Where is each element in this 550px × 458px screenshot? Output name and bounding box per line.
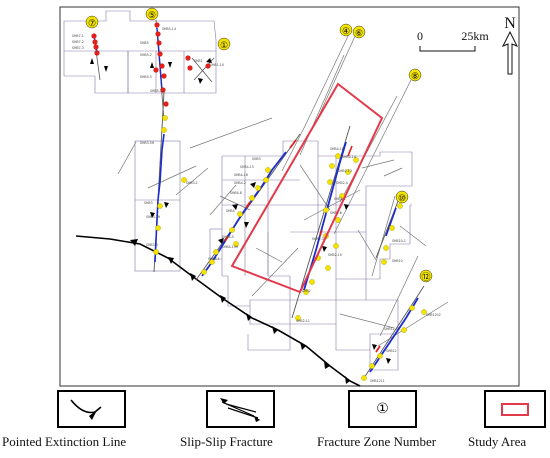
svg-text:SHB5-14: SHB5-14 bbox=[162, 27, 176, 31]
svg-text:SHB2-6: SHB2-6 bbox=[330, 211, 342, 215]
svg-text:SHB4-1: SHB4-1 bbox=[208, 257, 220, 261]
svg-text:SHB4-2: SHB4-2 bbox=[234, 181, 246, 185]
svg-text:SHB12: SHB12 bbox=[386, 349, 397, 353]
fracture-zone-5: SHB5-14 SHB5 SHB5-2 SHB5-5 SHB5-1 bbox=[140, 19, 176, 121]
svg-text:SHB4-15: SHB4-15 bbox=[240, 165, 254, 169]
svg-text:SHB10: SHB10 bbox=[392, 259, 403, 263]
svg-text:⑤: ⑤ bbox=[148, 10, 156, 20]
svg-text:SHB3-3: SHB3-3 bbox=[146, 243, 158, 247]
svg-text:④: ④ bbox=[342, 26, 350, 36]
svg-text:⑦: ⑦ bbox=[88, 18, 96, 28]
svg-text:SHB4-16: SHB4-16 bbox=[234, 173, 248, 177]
svg-text:SHB1-10: SHB1-10 bbox=[210, 63, 224, 67]
zone-marker-1 bbox=[217, 37, 231, 51]
svg-text:SHB2-4: SHB2-4 bbox=[336, 181, 348, 185]
legend-box-study-area bbox=[484, 390, 546, 428]
svg-text:SHB3-5H: SHB3-5H bbox=[140, 141, 155, 145]
svg-text:SHB7-3: SHB7-3 bbox=[72, 46, 84, 50]
svg-text:SHB4-10H: SHB4-10H bbox=[222, 245, 239, 249]
legend-box-extinction-line bbox=[57, 390, 126, 428]
zone-markers: ⑦ ⑤ ① ④ ⑥ ⑧ ⑩ ⑫ bbox=[85, 7, 433, 283]
map-frame bbox=[59, 6, 520, 387]
zone-marker-4 bbox=[339, 23, 353, 37]
north-label: N bbox=[504, 15, 516, 32]
svg-text:SHB3-1: SHB3-1 bbox=[186, 181, 198, 185]
svg-text:SHB4-5: SHB4-5 bbox=[222, 235, 234, 239]
fracture-zone-west: SHB3-5H SHB3-1 SHB3 SHB3-2H SHB3-3 bbox=[140, 91, 198, 273]
svg-text:SHB7-2: SHB7-2 bbox=[72, 40, 84, 44]
zone-marker-12 bbox=[419, 269, 433, 283]
svg-text:SHB1202: SHB1202 bbox=[426, 313, 441, 317]
study-area-icon bbox=[501, 402, 529, 416]
svg-text:SHB10-1: SHB10-1 bbox=[392, 239, 406, 243]
svg-text:SHB3: SHB3 bbox=[252, 157, 261, 161]
fracture-zone-10: SHB10-1 SHB10 bbox=[375, 195, 406, 265]
pointed-extinction-line bbox=[75, 235, 361, 387]
svg-text:⑧: ⑧ bbox=[411, 71, 419, 81]
zone-marker-6 bbox=[352, 25, 366, 39]
legend-label-slip-fracture: Slip-Slip Fracture bbox=[180, 434, 273, 449]
svg-text:SHB1: SHB1 bbox=[194, 59, 203, 63]
legend-label-zone-number: Fracture Zone Number bbox=[317, 434, 437, 449]
svg-text:⑩: ⑩ bbox=[398, 193, 406, 203]
zone-marker-5 bbox=[145, 7, 159, 21]
fracture-zone-1: SHB1 SHB1-10 bbox=[185, 55, 224, 84]
svg-text:SHB4: SHB4 bbox=[226, 209, 235, 213]
svg-text:SHB2-13: SHB2-13 bbox=[338, 169, 352, 173]
zone-marker-8 bbox=[408, 68, 422, 82]
legend-label-extinction-line: Pointed Extinction Line bbox=[2, 434, 127, 449]
legend-label-study-area: Study Area bbox=[468, 434, 527, 449]
svg-text:SHB5: SHB5 bbox=[140, 41, 149, 45]
svg-text:SHB7-1: SHB7-1 bbox=[72, 34, 84, 38]
fracture-zone-main: SHB3 SHB4-15 SHB4-16 SHB4-2 SHB4-8 SHB4 … bbox=[195, 133, 301, 281]
svg-text:SHB4-8: SHB4-8 bbox=[230, 191, 242, 195]
svg-text:SHB2-3: SHB2-3 bbox=[312, 237, 324, 241]
svg-text:SHB1211: SHB1211 bbox=[370, 379, 385, 383]
svg-text:⑥: ⑥ bbox=[355, 28, 363, 38]
fracture-zone-12: SHB1202 SHB12-13 SHB12 SHB1211 bbox=[361, 285, 441, 383]
svg-text:SHB4-18: SHB4-18 bbox=[330, 147, 344, 151]
svg-text:SHB2-14: SHB2-14 bbox=[342, 155, 356, 159]
svg-text:SHB2-10: SHB2-10 bbox=[328, 253, 342, 257]
svg-text:SHB2-1: SHB2-1 bbox=[334, 197, 346, 201]
scale-distance-label: 25km bbox=[461, 29, 489, 43]
svg-text:⑫: ⑫ bbox=[421, 272, 430, 282]
north-arrow-icon bbox=[501, 30, 519, 75]
legend-box-zone-number: ① bbox=[348, 390, 417, 428]
svg-text:SHB5-2: SHB5-2 bbox=[140, 53, 152, 57]
svg-text:SHB5-1: SHB5-1 bbox=[150, 89, 162, 93]
slip-slip-fracture-icon bbox=[220, 398, 260, 422]
scale-zero-label: 0 bbox=[417, 29, 423, 43]
fracture-zone-east: SHB4-18 SHB2-14 SHB2-13 SHB2-4 SHB2-1 SH… bbox=[291, 125, 359, 323]
svg-text:SHB2-11: SHB2-11 bbox=[296, 319, 310, 323]
svg-text:①: ① bbox=[220, 40, 228, 50]
pointed-extinction-icon bbox=[70, 399, 102, 420]
svg-text:SHB2: SHB2 bbox=[302, 289, 311, 293]
study-area-box bbox=[230, 82, 384, 294]
legend-box-slip-fracture bbox=[206, 390, 275, 428]
svg-text:SHB3-2H: SHB3-2H bbox=[146, 215, 161, 219]
zone-marker-10 bbox=[395, 190, 409, 204]
zone-marker-7 bbox=[85, 15, 99, 29]
north-arrow: N bbox=[501, 15, 519, 75]
fault-lines bbox=[117, 33, 449, 347]
svg-text:SHB3: SHB3 bbox=[144, 201, 153, 205]
fracture-zone-7: SHB7-1 SHB7-2 SHB7-3 bbox=[72, 33, 108, 81]
scale-bar: 0 25km bbox=[417, 29, 489, 52]
svg-text:SHB12-13: SHB12-13 bbox=[384, 327, 400, 331]
zone-number-symbol: ① bbox=[376, 401, 389, 417]
svg-text:SHB5-5: SHB5-5 bbox=[140, 75, 152, 79]
